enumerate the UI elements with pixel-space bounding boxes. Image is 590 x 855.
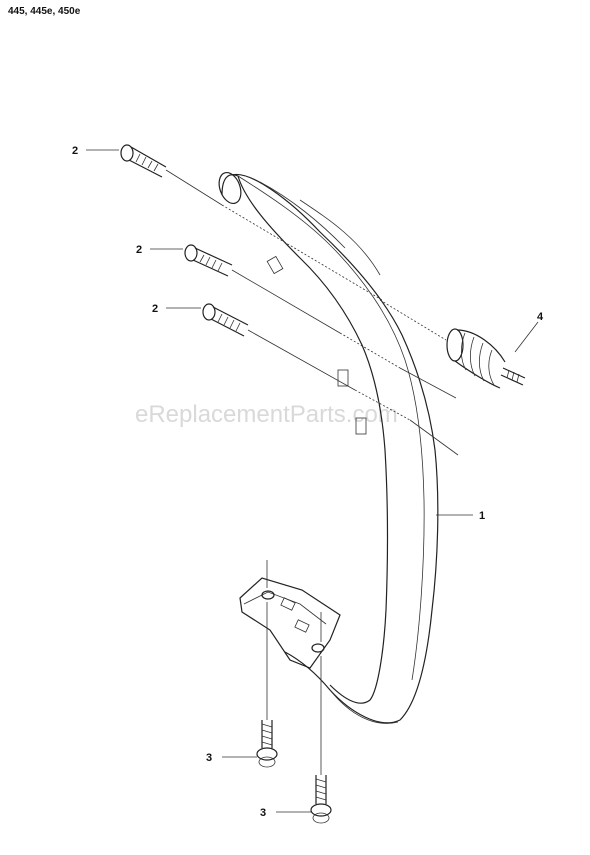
callout-damper: 4 — [537, 311, 544, 323]
assembly-line-bolt-middle-hidden — [339, 332, 401, 369]
callout-bolt-lower: 2 — [152, 303, 158, 315]
callout-screw-left: 3 — [206, 752, 212, 764]
watermark: eReplacementParts.com — [135, 401, 398, 428]
assembly-line-bolt-lower-exit — [409, 419, 459, 456]
model-title: 445, 445e, 450e — [8, 6, 81, 17]
callout-bolt-top: 2 — [72, 145, 78, 157]
screw-3-left — [256, 720, 278, 768]
leader-damper — [514, 321, 539, 353]
assembly-line-bolt-middle-exit — [399, 367, 457, 399]
assembly-line-bolt-lower — [247, 329, 356, 391]
assembly-line-bolt-middle — [231, 269, 341, 334]
front-handle — [218, 171, 439, 724]
bolt-2-lower — [202, 303, 249, 337]
assembly-line-bolt-top — [165, 169, 223, 206]
anti-vibration-damper — [446, 328, 526, 389]
assembly-line-bolt-lower-hidden — [354, 389, 411, 421]
screw-3-right — [310, 775, 332, 824]
callout-handle: 1 — [479, 510, 485, 522]
bolt-2-top — [120, 144, 167, 178]
assembly-line-damper — [379, 299, 447, 341]
callout-screw-right: 3 — [260, 807, 266, 819]
assembly-line-bolt-top-hidden — [221, 204, 383, 301]
handle-base-bracket — [239, 577, 341, 669]
callout-bolt-middle: 2 — [136, 244, 142, 256]
bolt-2-middle — [184, 244, 233, 277]
